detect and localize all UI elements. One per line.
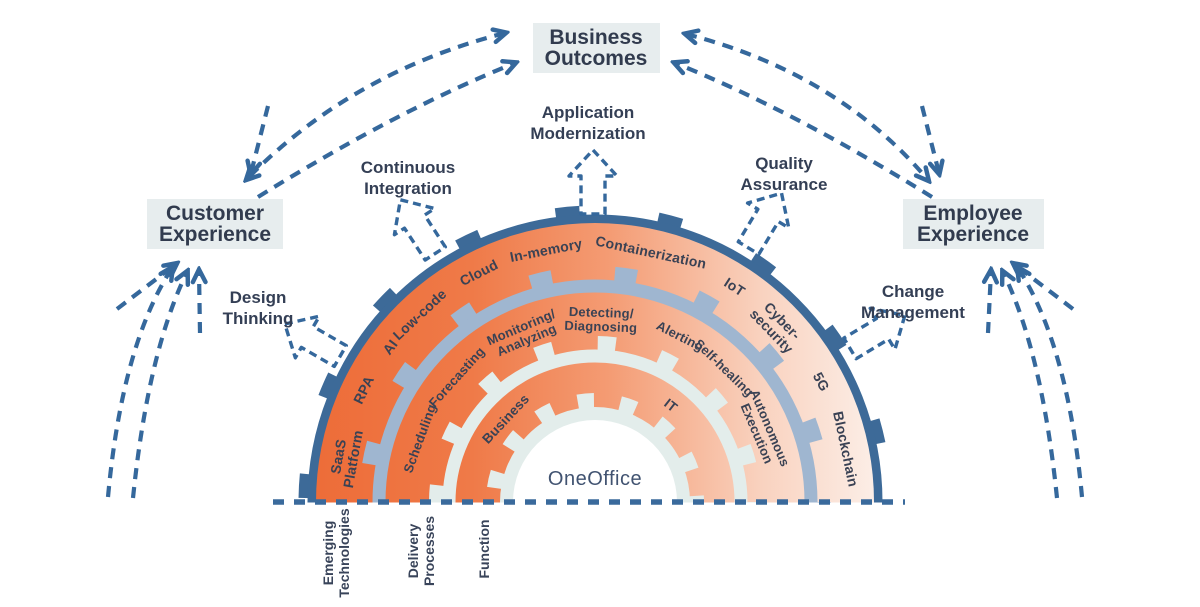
arrow-up-ce-long-2 bbox=[130, 272, 187, 499]
business-outcomes-bg bbox=[533, 23, 660, 73]
arrow-up-ee-long-2 bbox=[1003, 272, 1060, 499]
flow-arrows-left-top bbox=[247, 33, 515, 199]
customer-experience-line1: Customer bbox=[166, 202, 264, 225]
outer-rim bbox=[307, 214, 883, 503]
axis-label-emerging-technologies: EmergingTechnologies bbox=[320, 508, 352, 597]
capability-labels: Application Modernization Continuous Int… bbox=[223, 103, 966, 328]
change-management-line1: Change bbox=[882, 282, 944, 301]
axis-label-delivery-processes: DeliveryProcesses bbox=[405, 516, 437, 586]
employee-experience-line2: Experience bbox=[917, 223, 1029, 246]
mint-band-teeth bbox=[429, 336, 761, 503]
flow-arrows-right-top bbox=[675, 34, 939, 199]
customer-experience-line2: Experience bbox=[159, 223, 271, 246]
design-thinking-line1: Design bbox=[230, 288, 287, 307]
design-thinking-arrow bbox=[283, 314, 348, 369]
change-management-arrow bbox=[842, 306, 907, 361]
design-thinking-line2: Thinking bbox=[223, 309, 294, 328]
arrow-up-ee-long-1 bbox=[1018, 268, 1085, 498]
arrow-short-to-ee bbox=[919, 105, 939, 173]
employee-experience-bg bbox=[903, 199, 1044, 249]
flow-arrows-left-bottom bbox=[105, 264, 200, 499]
application-modernization-line2: Modernization bbox=[530, 124, 645, 143]
customer-experience-box: Customer Experience bbox=[147, 199, 283, 249]
business-outcomes-box: Business Outcomes bbox=[533, 23, 660, 73]
gear-rings-group: SaaSPlatform RPA AI Low-code Cloud In-me… bbox=[298, 205, 892, 503]
arrow-up-ee-short-vertical bbox=[988, 271, 991, 334]
application-modernization-arrow bbox=[567, 148, 619, 216]
arrow-up-ce-short-vertical bbox=[199, 271, 200, 334]
customer-experience-bg bbox=[147, 199, 283, 249]
arrow-up-ce-long-1 bbox=[105, 268, 172, 498]
arrow-ee-to-bo bbox=[675, 63, 934, 199]
business-outcomes-line2: Outcomes bbox=[545, 47, 648, 70]
axis-label-function: Function bbox=[476, 519, 492, 578]
flow-arrows-right-bottom bbox=[988, 264, 1085, 499]
quality-assurance-line1: Quality bbox=[755, 154, 813, 173]
arrow-ce-to-bo bbox=[256, 63, 515, 199]
center-hub-label: OneOffice bbox=[548, 468, 642, 490]
arrow-up-ee-short-diagonal bbox=[1014, 264, 1075, 311]
continuous-integration-line1: Continuous bbox=[361, 158, 455, 177]
application-modernization-line1: Application bbox=[542, 103, 635, 122]
arrow-bo-ce-bidirectional bbox=[247, 33, 505, 179]
business-outcomes-line1: Business bbox=[549, 26, 642, 49]
quality-assurance-line2: Assurance bbox=[741, 175, 828, 194]
employee-experience-box: Employee Experience bbox=[903, 199, 1044, 249]
continuous-integration-arrow bbox=[392, 198, 448, 262]
rim-arrows bbox=[283, 148, 907, 369]
arrow-short-to-ce bbox=[251, 105, 271, 173]
ring-label-5g: 5G bbox=[810, 369, 833, 393]
continuous-integration-line2: Integration bbox=[364, 179, 452, 198]
quality-assurance-arrow bbox=[736, 191, 791, 256]
arrow-up-ce-short-diagonal bbox=[115, 264, 176, 311]
ring-label-detecting-diagnosing: Detecting/Diagnosing bbox=[564, 304, 638, 336]
change-management-line2: Management bbox=[861, 303, 965, 322]
employee-experience-line1: Employee bbox=[923, 202, 1022, 225]
center-hub bbox=[513, 420, 677, 503]
arrow-bo-ee-bidirectional bbox=[686, 34, 928, 180]
